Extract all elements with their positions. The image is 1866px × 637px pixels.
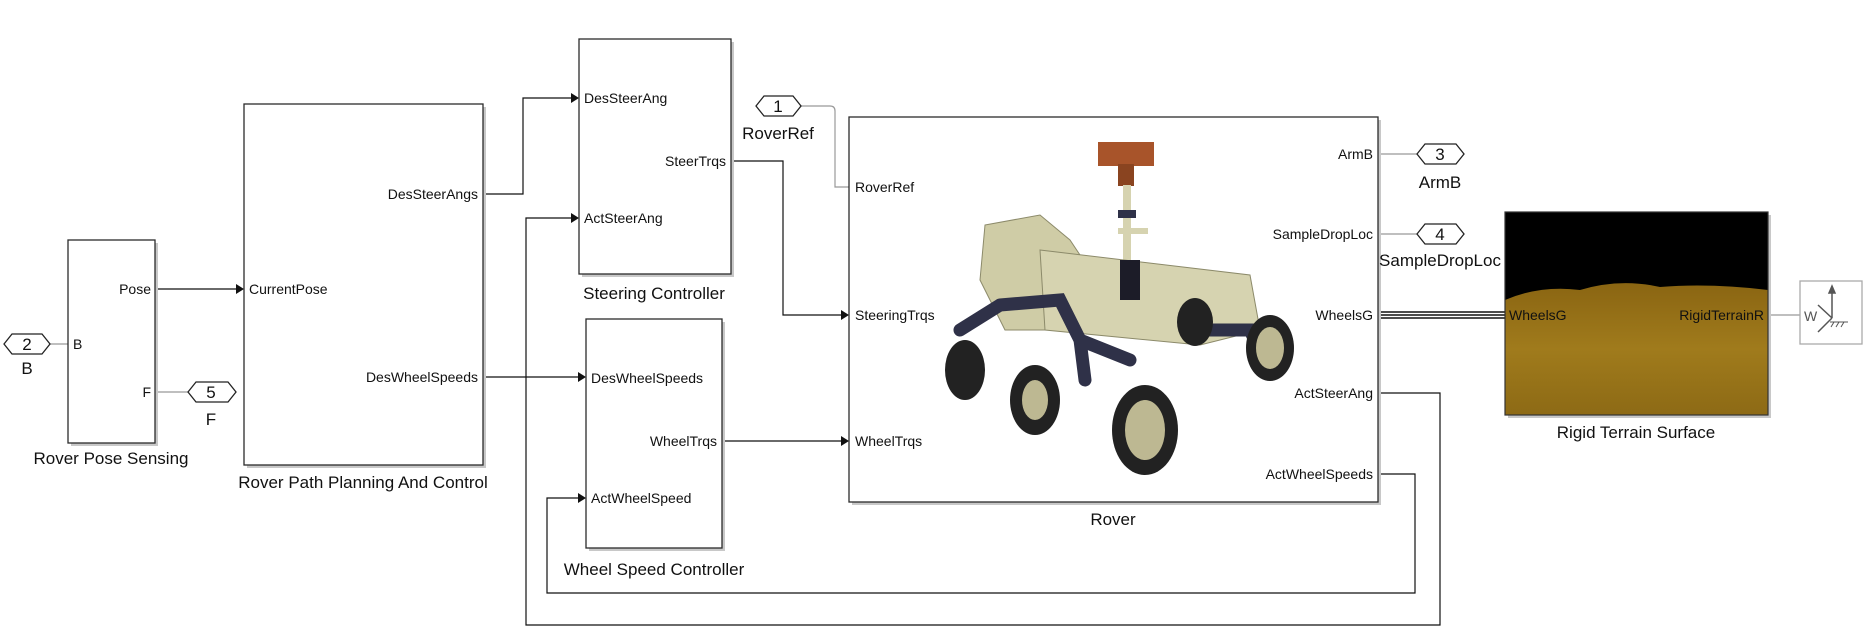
port-number: 4 <box>1435 225 1444 244</box>
port-dessteerangs: DesSteerAngs <box>388 186 478 202</box>
block-wheel-speed-controller[interactable]: DesWheelSpeeds ActWheelSpeed WheelTrqs W… <box>564 318 745 579</box>
port-label: RoverRef <box>742 124 814 143</box>
arrow-icon <box>571 213 579 223</box>
wire-steertrqs[interactable] <box>731 160 841 316</box>
block-name: Rover Path Planning And Control <box>238 473 488 492</box>
wire-wheelsg[interactable] <box>1378 311 1505 319</box>
block-world-frame[interactable]: W <box>1799 280 1863 345</box>
port-number: 5 <box>206 383 215 402</box>
port-number: 2 <box>22 335 31 354</box>
port-number: 3 <box>1435 145 1444 164</box>
rover-3d-image <box>945 142 1294 475</box>
block-name: Rover Pose Sensing <box>34 449 189 468</box>
port-deswheelspeeds-in: DesWheelSpeeds <box>591 370 703 386</box>
port-label: ArmB <box>1419 173 1462 192</box>
block-rover-path-planning[interactable]: CurrentPose DesSteerAngs DesWheelSpeeds … <box>238 103 488 492</box>
port-wheelsg-terrain: WheelsG <box>1509 307 1567 323</box>
port-deswheelspeeds: DesWheelSpeeds <box>366 369 478 385</box>
arrow-icon <box>236 284 244 294</box>
port-actsteerang: ActSteerAng <box>584 210 663 226</box>
port-number: 1 <box>773 97 782 116</box>
port-currentpose: CurrentPose <box>249 281 328 297</box>
wire-actsteerang-feedback[interactable] <box>525 217 1441 626</box>
port-roverref: RoverRef <box>855 179 914 195</box>
port-label: SampleDropLoc <box>1379 251 1501 270</box>
port-actwheelspeeds: ActWheelSpeeds <box>1266 466 1373 482</box>
port-actwheelspeed: ActWheelSpeed <box>591 490 691 506</box>
port-wheelsg: WheelsG <box>1315 307 1373 323</box>
connection-port-3[interactable]: 3 ArmB <box>1416 143 1465 192</box>
arrow-icon <box>841 436 849 446</box>
port-steeringtrqs: SteeringTrqs <box>855 307 935 323</box>
world-frame-icon <box>1817 284 1848 333</box>
block-name: Rigid Terrain Surface <box>1557 423 1715 442</box>
connection-port-5[interactable]: 5 F <box>187 381 237 429</box>
port-wheeltrqs-in: WheelTrqs <box>855 433 922 449</box>
block-name: Wheel Speed Controller <box>564 560 745 579</box>
arrow-icon <box>578 372 586 382</box>
port-pose: Pose <box>119 281 151 297</box>
connection-port-2[interactable]: 2 B <box>3 333 51 378</box>
wire-dessteerangs[interactable] <box>483 97 571 195</box>
port-f: F <box>142 384 151 400</box>
block-rover[interactable]: RoverRef SteeringTrqs WheelTrqs ArmB Sam… <box>848 116 1381 529</box>
port-armb: ArmB <box>1338 146 1373 162</box>
wires <box>50 93 1800 626</box>
port-actsteerang-out: ActSteerAng <box>1294 385 1373 401</box>
wire-roverref[interactable] <box>801 105 849 188</box>
arrow-icon <box>841 310 849 320</box>
port-wheeltrqs-out: WheelTrqs <box>650 433 717 449</box>
arrow-icon <box>578 493 586 503</box>
port-b: B <box>73 336 82 352</box>
port-dessteerang: DesSteerAng <box>584 90 667 106</box>
port-sampledroploc: SampleDropLoc <box>1273 226 1373 242</box>
port-rigidterrainr: RigidTerrainR <box>1679 307 1764 323</box>
block-steering-controller[interactable]: DesSteerAng ActSteerAng SteerTrqs Steeri… <box>578 38 734 303</box>
arrow-icon <box>571 93 579 103</box>
world-frame-label: W <box>1804 308 1818 324</box>
block-name: Rover <box>1090 510 1136 529</box>
terrain-ground <box>1505 283 1768 415</box>
block-rigid-terrain-surface[interactable]: WheelsG RigidTerrainR Rigid Terrain Surf… <box>1504 211 1771 442</box>
block-rover-pose-sensing[interactable]: B Pose F Rover Pose Sensing <box>34 239 189 468</box>
wire-actwheelspeeds-feedback[interactable] <box>546 473 1416 594</box>
port-label: F <box>206 410 216 429</box>
block-name: Steering Controller <box>583 284 725 303</box>
connection-port-1[interactable]: 1 RoverRef <box>742 95 814 143</box>
port-steertrqs: SteerTrqs <box>665 153 726 169</box>
port-label: B <box>21 359 32 378</box>
connection-port-4[interactable]: 4 SampleDropLoc <box>1379 223 1501 270</box>
